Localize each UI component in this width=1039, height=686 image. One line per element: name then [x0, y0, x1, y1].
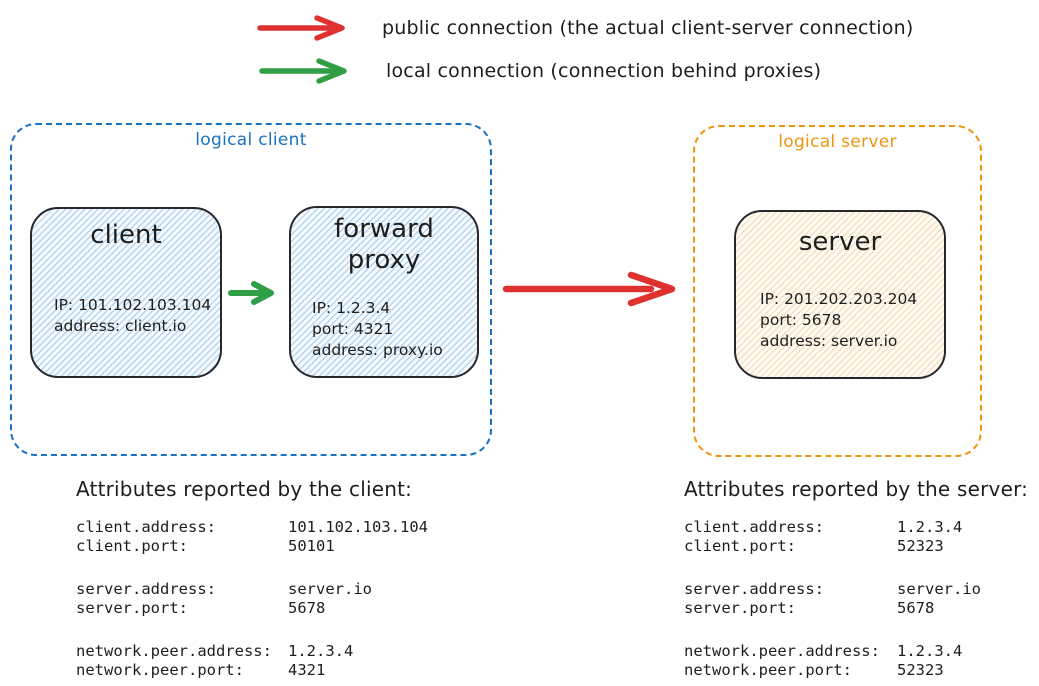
attr-value: 52323: [897, 661, 944, 679]
attr-value: 52323: [897, 537, 944, 555]
attr-key: server.port:: [76, 599, 188, 617]
attr-row: client.address: 1.2.3.4: [684, 518, 1028, 537]
attr-row: network.peer.address: 1.2.3.4: [684, 642, 1028, 661]
server-attr-group-network-peer: network.peer.address: 1.2.3.4 network.pee…: [684, 642, 1028, 680]
attr-value: 1.2.3.4: [897, 518, 963, 536]
client-address-line: address: client.io: [54, 317, 187, 335]
attr-value: 4321: [288, 661, 326, 679]
proxy-address-line: address: proxy.io: [312, 341, 443, 359]
forward-proxy-node-title: forward proxy: [334, 214, 434, 275]
legend-label-local-connection: local connection (connection behind prox…: [386, 60, 822, 82]
server-attr-group-client: client.address: 1.2.3.4 client.port: 52323: [684, 518, 1028, 556]
server-node: server IP: 201.202.203.204 port: 5678 ad…: [734, 210, 946, 379]
attr-key: client.port:: [76, 537, 188, 555]
attr-key: client.port:: [684, 537, 796, 555]
attr-key: network.peer.address:: [76, 642, 272, 660]
server-attributes-heading: Attributes reported by the server:: [684, 477, 1029, 501]
forward-proxy-node: forward proxy IP: 1.2.3.4 port: 4321 add…: [289, 206, 479, 378]
forward-proxy-node-info: IP: 1.2.3.4 port: 4321 address: proxy.io: [312, 298, 443, 361]
attr-row: client.port: 52323: [684, 537, 1028, 556]
attr-row: network.peer.port: 52323: [684, 661, 1028, 680]
attr-value: server.io: [288, 580, 372, 598]
server-port-line: port: 5678: [760, 311, 842, 329]
attr-value: server.io: [897, 580, 981, 598]
attr-value: 5678: [288, 599, 326, 617]
logical-client-label: logical client: [195, 130, 307, 150]
client-node: client IP: 101.102.103.104 address: clie…: [30, 207, 222, 378]
client-attr-group-network-peer: network.peer.address: 1.2.3.4 network.pee…: [76, 642, 428, 680]
client-attributes-heading: Attributes reported by the client:: [76, 477, 413, 501]
logical-server-label: logical server: [778, 132, 897, 152]
attr-row: network.peer.address: 1.2.3.4: [76, 642, 428, 661]
attr-key: server.address:: [684, 580, 824, 598]
logical-server-group: logical server server IP: 201.202.203.20…: [693, 125, 982, 457]
local-connection-arrow-icon: [259, 58, 347, 84]
proxy-port-line: port: 4321: [312, 320, 394, 338]
attr-key: server.port:: [684, 599, 796, 617]
public-connection-main-arrow-icon: [502, 271, 676, 307]
legend-item-local-connection: local connection (connection behind prox…: [259, 56, 821, 86]
attr-key: network.peer.address:: [684, 642, 880, 660]
client-node-info: IP: 101.102.103.104 address: client.io: [54, 295, 211, 337]
client-attr-group-server: server.address: server.io server.port: 567…: [76, 580, 428, 618]
attr-value: 50101: [288, 537, 335, 555]
public-connection-arrow-icon: [257, 15, 345, 41]
attr-value: 101.102.103.104: [288, 518, 428, 536]
attr-row: server.address: server.io: [76, 580, 428, 599]
attr-row: server.port: 5678: [684, 599, 1028, 618]
server-address-line: address: server.io: [760, 332, 898, 350]
attr-row: network.peer.port: 4321: [76, 661, 428, 680]
client-attr-group-client: client.address: 101.102.103.104 client.po…: [76, 518, 428, 556]
legend-label-public-connection: public connection (the actual client-ser…: [382, 17, 914, 39]
attr-key: client.address:: [76, 518, 216, 536]
attr-value: 5678: [897, 599, 935, 617]
proxy-to-server-arrow: [501, 271, 681, 307]
server-node-info: IP: 201.202.203.204 port: 5678 address: …: [760, 289, 917, 352]
attr-value: 1.2.3.4: [288, 642, 354, 660]
client-to-proxy-arrow: [227, 280, 279, 306]
server-ip-line: IP: 201.202.203.204: [760, 290, 918, 308]
attr-row: client.address: 101.102.103.104: [76, 518, 428, 537]
server-attributes-section: Attributes reported by the server: clien…: [684, 476, 1028, 686]
attr-value: 1.2.3.4: [897, 642, 963, 660]
attr-key: network.peer.port:: [76, 661, 244, 679]
client-node-title: client: [90, 220, 162, 250]
attr-row: server.port: 5678: [76, 599, 428, 618]
proxy-ip-line: IP: 1.2.3.4: [312, 299, 391, 317]
legend-item-public-connection: public connection (the actual client-ser…: [257, 13, 913, 43]
server-attr-group-server: server.address: server.io server.port: 567…: [684, 580, 1028, 618]
attr-key: server.address:: [76, 580, 216, 598]
logical-client-group: logical client client IP: 101.102.103.10…: [10, 123, 492, 456]
local-connection-small-arrow-icon: [228, 281, 274, 305]
attr-key: client.address:: [684, 518, 824, 536]
attr-row: client.port: 50101: [76, 537, 428, 556]
client-ip-line: IP: 101.102.103.104: [54, 296, 212, 314]
server-node-title: server: [798, 227, 882, 257]
attr-key: network.peer.port:: [684, 661, 852, 679]
client-attributes-section: Attributes reported by the client: clien…: [76, 476, 428, 686]
attr-row: server.address: server.io: [684, 580, 1028, 599]
